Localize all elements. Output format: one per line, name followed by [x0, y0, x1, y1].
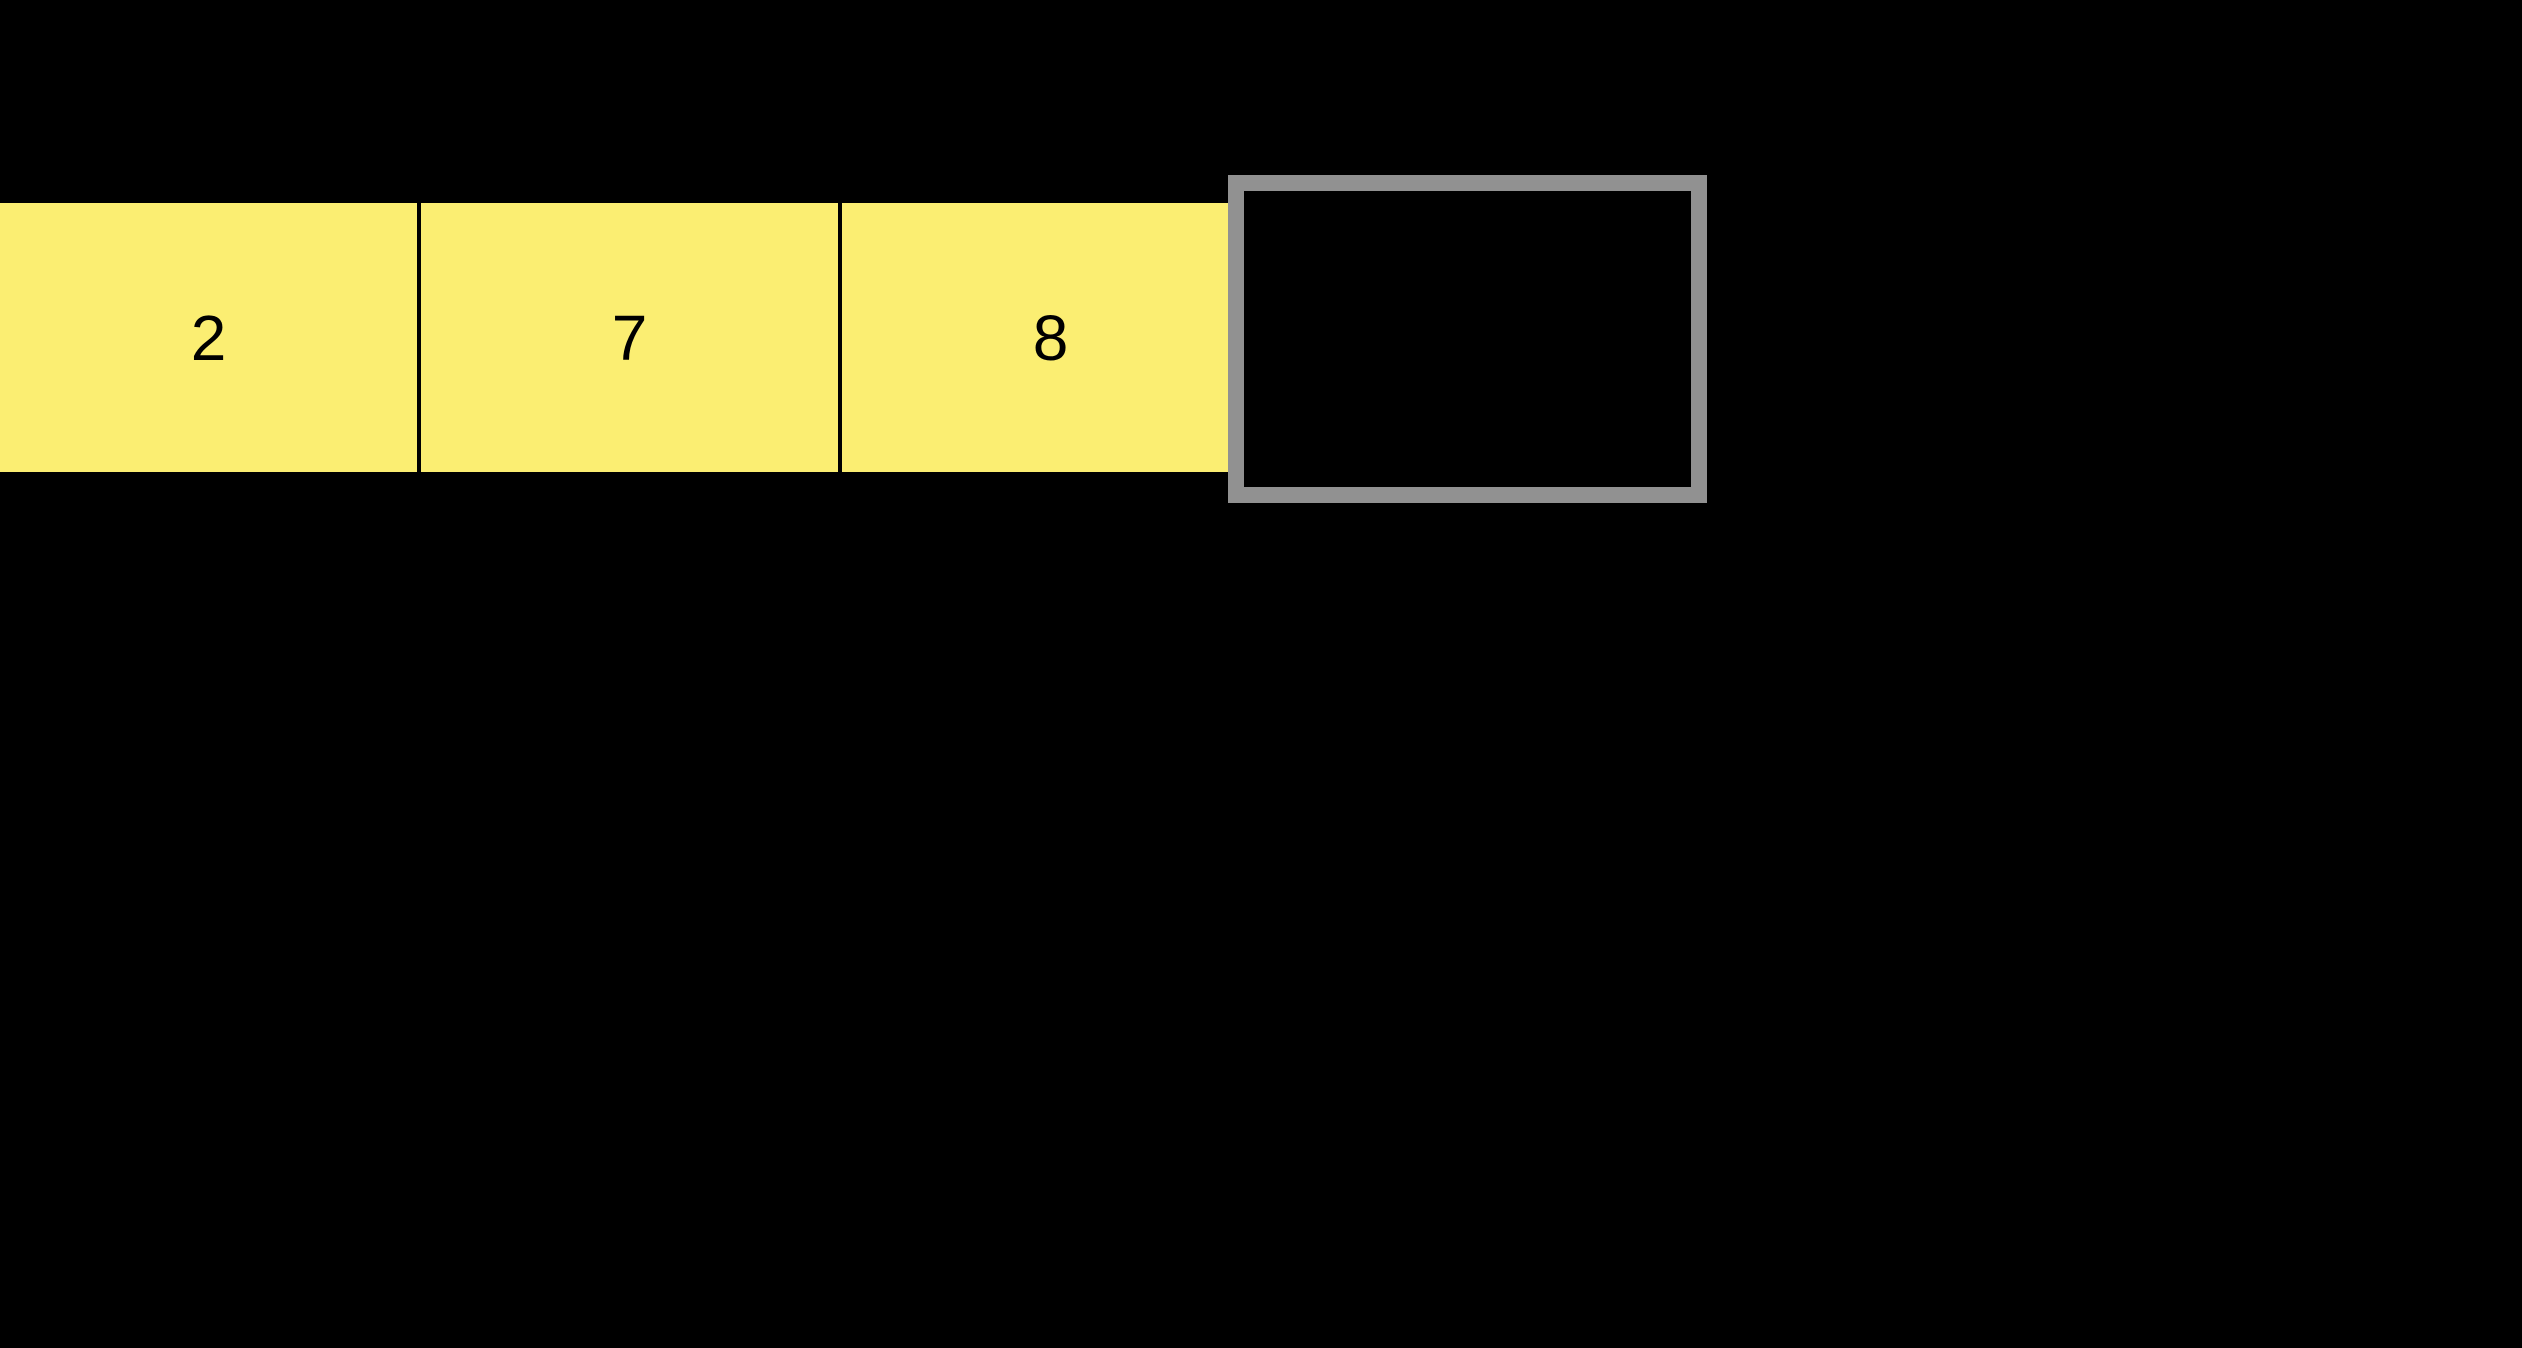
array-cell-value: 8	[1032, 301, 1069, 374]
array-row: 2 7 8	[0, 203, 1259, 472]
array-cell-value: 2	[190, 301, 227, 374]
array-cell-0[interactable]: 2	[0, 203, 417, 472]
array-cell-2[interactable]: 8	[842, 203, 1259, 472]
array-cell-value: 7	[611, 301, 648, 374]
highlight-interior	[1244, 191, 1691, 487]
array-cell-1[interactable]: 7	[421, 203, 838, 472]
